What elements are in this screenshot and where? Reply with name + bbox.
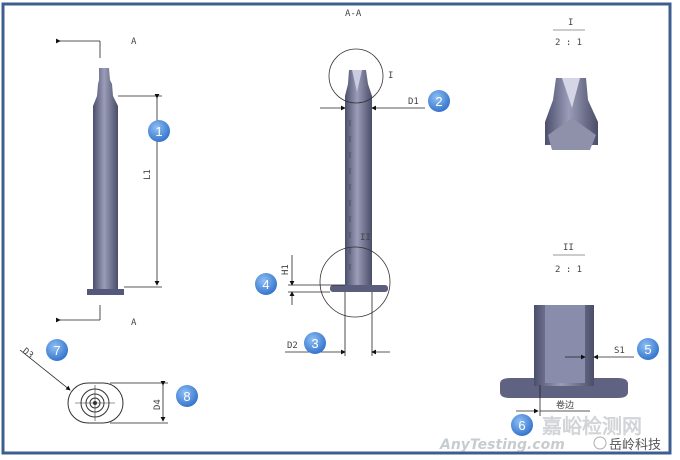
badge-5: 5 bbox=[637, 338, 659, 360]
detail-ii-title: II bbox=[563, 243, 574, 253]
detail-circle-ii bbox=[319, 246, 391, 318]
badge-2: 2 bbox=[428, 90, 450, 112]
watermark-logo-icon bbox=[593, 436, 607, 450]
dim-h1-label: H1 bbox=[281, 264, 291, 275]
section-title: A-A bbox=[345, 9, 362, 19]
watermark-domain: AnyTesting.com bbox=[439, 437, 565, 453]
section-arrow-bottom bbox=[56, 305, 101, 323]
dimension-d2 bbox=[285, 292, 390, 356]
svg-text:4: 4 bbox=[262, 277, 269, 292]
badge-1: 1 bbox=[148, 120, 170, 142]
dim-d3-leader bbox=[19, 349, 71, 391]
detail-ii-view bbox=[500, 305, 628, 398]
svg-text:2: 2 bbox=[435, 94, 442, 109]
dimension-h1 bbox=[288, 255, 345, 305]
dim-l1-label: L1 bbox=[143, 169, 153, 180]
detail-i-title: I bbox=[568, 18, 573, 28]
drawing-frame bbox=[1, 2, 672, 455]
watermark-site: 嘉峪检测网 bbox=[541, 414, 642, 438]
dimension-curl bbox=[516, 385, 590, 416]
section-marker-top: A bbox=[131, 37, 137, 47]
svg-text:5: 5 bbox=[644, 342, 651, 357]
svg-text:7: 7 bbox=[53, 343, 60, 358]
badge-6: 6 bbox=[511, 414, 533, 436]
pin-side-view bbox=[87, 68, 124, 295]
badge-4: 4 bbox=[255, 273, 277, 295]
svg-text:8: 8 bbox=[183, 389, 190, 404]
detail-circle-i bbox=[328, 48, 384, 104]
svg-text:6: 6 bbox=[518, 418, 525, 433]
detail-i-scale: 2 : 1 bbox=[555, 38, 582, 48]
detail-i-view bbox=[545, 78, 598, 150]
svg-text:1: 1 bbox=[155, 124, 162, 139]
detail-circle-ii-label: II bbox=[360, 233, 371, 243]
dim-curl-label: 卷边 bbox=[556, 399, 574, 411]
svg-text:3: 3 bbox=[311, 336, 318, 351]
section-marker-bottom: A bbox=[131, 318, 137, 328]
badge-7: 7 bbox=[46, 339, 68, 361]
dim-s1-label: S1 bbox=[614, 346, 625, 356]
watermark-brand: 岳岭科技 bbox=[609, 438, 661, 453]
dim-d1-label: D1 bbox=[408, 97, 419, 107]
badge-8: 8 bbox=[176, 385, 198, 407]
section-arrow-top bbox=[56, 38, 101, 58]
dimension-d4 bbox=[110, 381, 168, 424]
dim-d2-label: D2 bbox=[287, 341, 298, 351]
pin-end-view bbox=[67, 382, 124, 424]
badge-3: 3 bbox=[304, 332, 326, 354]
detail-circle-i-label: I bbox=[388, 71, 393, 81]
dim-d4-label: D4 bbox=[153, 399, 163, 410]
dim-d3-label: D3 bbox=[20, 346, 35, 361]
detail-ii-scale: 2 : 1 bbox=[555, 265, 582, 275]
pin-section-view bbox=[330, 70, 388, 292]
